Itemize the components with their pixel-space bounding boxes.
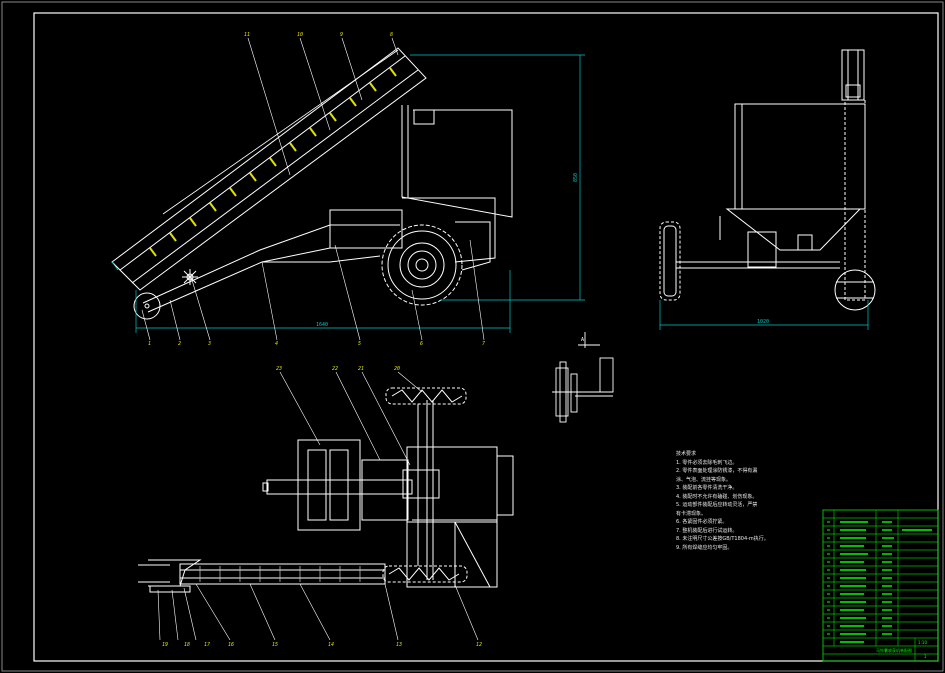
balloon-22: 22 [332, 366, 338, 372]
technical-note-line: 8. 未注明尺寸公差按GB/T1804-m执行。 [676, 536, 769, 542]
balloon-13: 13 [396, 642, 402, 648]
plan-view [138, 387, 514, 593]
dim-length: 1640 [316, 322, 328, 328]
title-block-scale: 1:10 [918, 640, 927, 645]
front-wheel [133, 292, 161, 320]
side-view-dimensions [111, 54, 585, 333]
rear-right-wheel [834, 269, 876, 311]
balloon-5: 5 [358, 341, 361, 347]
drawing-frame [33, 12, 939, 662]
balloon-16: 16 [228, 642, 234, 648]
balloon-23: 23 [276, 366, 282, 372]
balloon-21: 21 [358, 366, 364, 372]
technical-note-line: 2. 零件表面处理涂防锈漆，不得有漏 [676, 468, 758, 474]
drawbar [142, 224, 400, 304]
balloon-8: 8 [390, 32, 393, 38]
plan-bottom-wheel [382, 565, 468, 583]
main-tyre [381, 224, 463, 306]
conveyor-slats [149, 67, 397, 257]
technical-notes-title: 技术要求 [676, 451, 697, 457]
title-block-row-numbers [827, 521, 830, 635]
plan-view-leaders [157, 371, 479, 641]
dim-height: 850 [573, 173, 579, 182]
balloon-19: 19 [162, 642, 168, 648]
technical-note-line: 涂、气泡、流挂等现象。 [676, 476, 732, 483]
balloon-7: 7 [482, 341, 485, 347]
title-block [822, 509, 939, 662]
rear-left-wheel [659, 221, 681, 301]
side-view-leaders [141, 37, 485, 341]
technical-note-line: 9. 所有焊缝应均匀牢固。 [676, 544, 733, 551]
balloon-2: 2 [178, 341, 181, 347]
plan-top-wheel [385, 387, 467, 405]
balloon-1: 1 [148, 341, 151, 347]
star-wheel [182, 269, 198, 285]
balloon-11: 11 [244, 32, 250, 38]
technical-note-line: 5. 运动部件装配后应转动灵活，严禁 [676, 502, 758, 508]
balloon-3: 3 [207, 341, 211, 347]
technical-note-line: 4. 装配时不允许有磕碰、划伤现象。 [676, 493, 758, 500]
balloon-18: 18 [184, 642, 190, 648]
title-block-title: 马铃薯收获机装配图 [876, 647, 912, 653]
plan-hopper [407, 446, 498, 523]
rear-view-dimensions [659, 300, 869, 330]
plan-gearbox [297, 439, 361, 531]
balloon-14: 14 [328, 642, 334, 648]
title-block-sheet: 1 [924, 654, 927, 659]
balloon-12: 12 [476, 642, 482, 648]
balloon-4: 4 [275, 341, 278, 347]
detail-view-a [552, 332, 614, 423]
side-view [111, 47, 513, 320]
technical-note-line: 6. 各紧固件必须拧紧。 [676, 519, 728, 525]
technical-note-line: 有卡滞现象。 [676, 510, 707, 517]
balloon-10: 10 [297, 32, 303, 38]
technical-note-line: 3. 装配前各零件清洗干净。 [676, 485, 738, 491]
technical-note-line: 1. 零件必须去除毛刺飞边。 [676, 459, 738, 466]
technical-notes: 技术要求 1. 零件必须去除毛刺飞边。 2. 零件表面处理涂防锈漆，不得有漏 涂… [676, 450, 769, 552]
plan-elevator [179, 563, 386, 585]
balloon-15: 15 [272, 642, 278, 648]
balloon-17: 17 [204, 642, 210, 648]
technical-note-line: 7. 整机装配后进行试运转。 [676, 527, 738, 534]
hopper-box [401, 105, 513, 218]
detail-view-label: A [581, 337, 584, 343]
dim-rear-width: 1020 [757, 319, 769, 325]
balloon-9: 9 [340, 32, 343, 38]
conveyor-frame [111, 47, 427, 291]
balloon-6: 6 [420, 341, 423, 347]
balloon-20: 20 [394, 366, 400, 372]
title-block-entries [840, 521, 932, 643]
chassis-frame [329, 209, 403, 249]
rear-elevator [841, 49, 865, 101]
rear-view [659, 49, 876, 311]
